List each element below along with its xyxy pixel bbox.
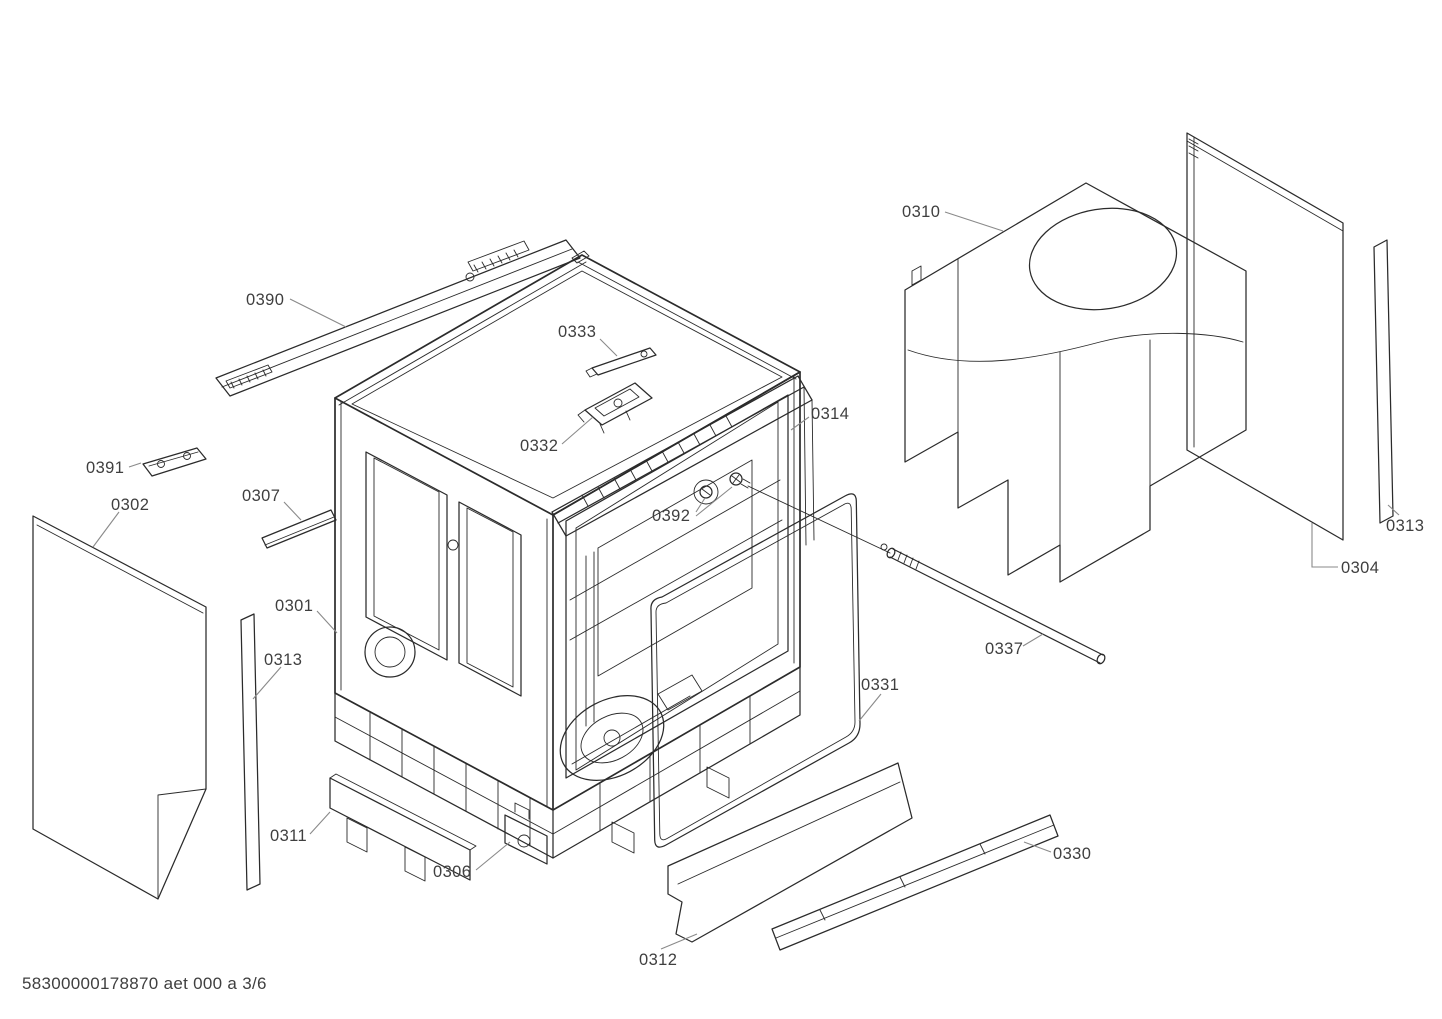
part-label-0310: 0310 bbox=[902, 203, 941, 221]
part-0391-bracket bbox=[142, 447, 207, 477]
part-0313-trim-strip-right bbox=[1373, 239, 1394, 524]
leader-lines bbox=[92, 211, 1400, 950]
part-label-0302: 0302 bbox=[111, 496, 150, 514]
part-label-0391: 0391 bbox=[86, 459, 125, 477]
part-label-0313-left: 0313 bbox=[264, 651, 303, 669]
part-0331-door-seal bbox=[650, 493, 861, 848]
part-label-0304: 0304 bbox=[1341, 559, 1380, 577]
part-label-0314: 0314 bbox=[811, 405, 850, 423]
part-0330-plinth-rail bbox=[771, 814, 1059, 951]
part-label-0331: 0331 bbox=[861, 676, 900, 694]
part-0311-base-panel bbox=[329, 773, 477, 882]
part-0390-top-mounting-strip bbox=[215, 239, 581, 397]
part-0310-insulation-wrap bbox=[904, 182, 1247, 583]
part-0312-base-insulation bbox=[667, 762, 913, 943]
part-label-0301: 0301 bbox=[275, 597, 314, 615]
part-label-0312: 0312 bbox=[639, 951, 678, 969]
document-number: 58300000178870 aet 000 a 3/6 bbox=[22, 974, 267, 993]
part-label-0311: 0311 bbox=[270, 827, 308, 845]
part-0333-lock-lever bbox=[585, 347, 657, 378]
part-label-0337: 0337 bbox=[985, 640, 1024, 658]
part-label-0332: 0332 bbox=[520, 437, 559, 455]
part-label-0306: 0306 bbox=[433, 863, 472, 881]
part-0307-support-rail bbox=[261, 509, 337, 549]
part-0301-tub-assembly bbox=[334, 250, 801, 859]
part-label-0307: 0307 bbox=[242, 487, 281, 505]
part-0306-base-bracket bbox=[504, 802, 548, 865]
part-0304-right-side-panel bbox=[1186, 132, 1344, 541]
part-label-0333: 0333 bbox=[558, 323, 597, 341]
part-label-0392: 0392 bbox=[652, 507, 691, 525]
part-0302-left-side-panel bbox=[32, 515, 207, 900]
part-label-0390: 0390 bbox=[246, 291, 285, 309]
part-label-0330: 0330 bbox=[1053, 845, 1092, 863]
part-0332-door-lock bbox=[577, 382, 653, 434]
part-0337-rod bbox=[747, 485, 1106, 665]
part-0313-trim-strip-left bbox=[240, 613, 261, 891]
part-0392-fixing-screws bbox=[699, 472, 751, 499]
part-label-0313-right: 0313 bbox=[1386, 517, 1425, 535]
